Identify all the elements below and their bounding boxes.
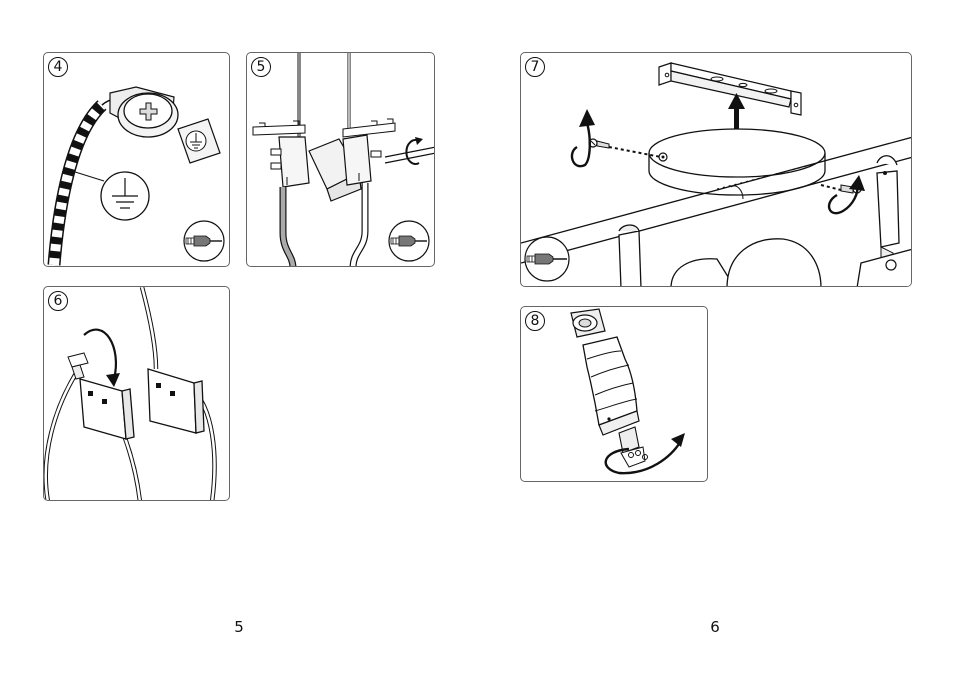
- ground-symbol-icon: [101, 172, 149, 220]
- screwdriver-icon: [389, 221, 429, 261]
- rotate-arrow-icon: [572, 109, 595, 166]
- gu10-bulb: [583, 337, 639, 435]
- step-4-panel: 4: [43, 52, 230, 267]
- step-5-illustration: [247, 53, 435, 267]
- lamp-socket: [571, 309, 605, 337]
- rotate-arrow-icon: [606, 433, 685, 473]
- step-5-panel: 5: [246, 52, 435, 267]
- step-6-illustration: [44, 287, 230, 501]
- rotate-arrow-icon: [84, 330, 120, 387]
- step-8-panel: 8: [520, 306, 708, 482]
- page-number-right: 6: [695, 618, 735, 636]
- screwdriver-icon: [184, 221, 224, 261]
- spotlight-right: [857, 156, 912, 287]
- bulb-base: [619, 427, 648, 467]
- step-4-number: 4: [48, 57, 68, 77]
- ground-plate: [178, 119, 220, 163]
- rotate-arrow-icon: [829, 175, 865, 213]
- screw-left: [589, 139, 609, 148]
- screwdriver-icon: [525, 237, 569, 281]
- spotlight-left: [619, 225, 821, 287]
- step-7-number: 7: [525, 57, 545, 77]
- step-6-panel: 6: [43, 286, 230, 501]
- step-4-illustration: [44, 53, 230, 267]
- step-6-number: 6: [48, 291, 68, 311]
- page-number-left: 5: [219, 618, 259, 636]
- step-7-panel: 7: [520, 52, 912, 287]
- step-8-illustration: [521, 307, 708, 482]
- step-7-illustration: [521, 53, 912, 287]
- step-5-number: 5: [251, 57, 271, 77]
- step-8-number: 8: [525, 311, 545, 331]
